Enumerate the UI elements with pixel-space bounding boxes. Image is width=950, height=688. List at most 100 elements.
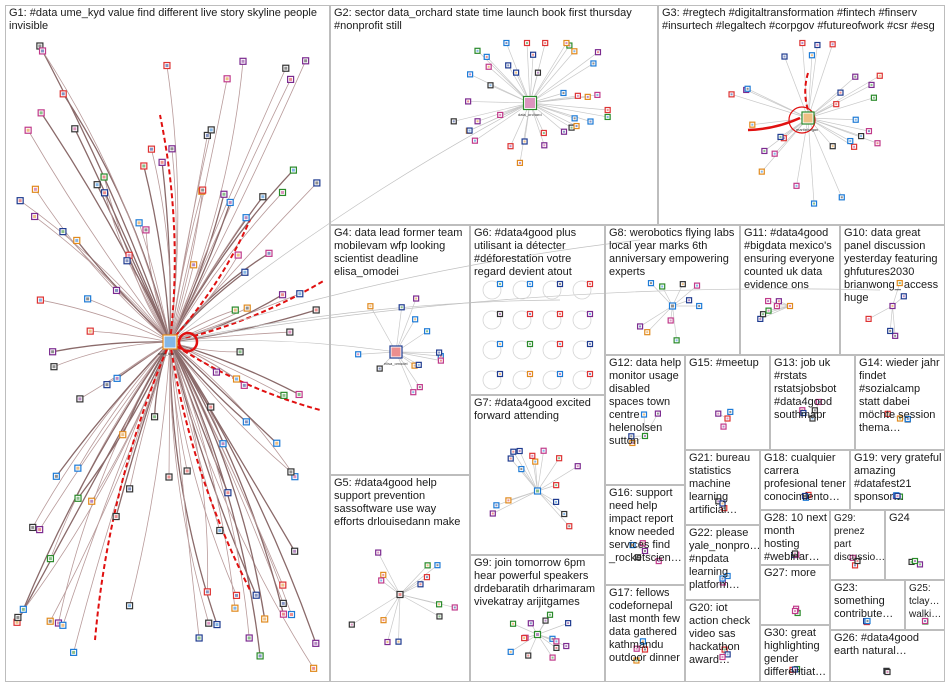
g3-vertex[interactable] (814, 41, 821, 49)
g5-vertex[interactable] (434, 562, 441, 569)
g2-vertex[interactable] (560, 128, 568, 135)
g15-vertex[interactable] (727, 408, 734, 416)
g1-vertex[interactable] (37, 109, 45, 117)
g1-vertex[interactable] (213, 620, 221, 629)
g1-vertex[interactable] (103, 381, 111, 389)
g3-vertex[interactable] (771, 150, 778, 157)
g1-vertex[interactable] (112, 512, 120, 521)
g10-vertex[interactable] (896, 279, 903, 287)
g1-vertex[interactable] (24, 126, 32, 134)
g8-vertex[interactable] (659, 283, 666, 290)
g2-vertex[interactable] (483, 53, 490, 60)
g1-vertex[interactable] (273, 439, 281, 447)
g1-vertex[interactable] (282, 64, 290, 72)
g1-vertex[interactable] (231, 604, 239, 612)
g14-vertex[interactable] (884, 410, 891, 417)
g1-vertex[interactable] (147, 145, 156, 153)
g24-hub-vertex[interactable] (911, 557, 919, 565)
g14-vertex[interactable] (904, 415, 911, 423)
g1-vertex[interactable] (286, 328, 294, 336)
g6-vertex[interactable] (586, 340, 594, 348)
g1-hub-vertex[interactable] (162, 334, 178, 350)
g12-vertex[interactable] (640, 411, 648, 418)
g2-vertex[interactable] (523, 39, 531, 47)
g6-vertex[interactable] (496, 280, 504, 288)
g2-vertex[interactable] (542, 39, 549, 47)
g20-hub-vertex[interactable] (719, 653, 726, 661)
g2-vertex[interactable] (497, 111, 504, 119)
g6-vertex[interactable] (496, 370, 504, 378)
g17-vertex[interactable] (633, 645, 640, 652)
g1-vertex[interactable] (71, 125, 79, 133)
g7-vertex[interactable] (516, 447, 523, 455)
g23-hub-vertex[interactable] (864, 617, 871, 625)
g1-vertex[interactable] (291, 547, 299, 555)
g2-vertex[interactable] (505, 62, 512, 69)
g3-vertex[interactable] (865, 128, 873, 135)
g5-vertex[interactable] (348, 621, 355, 628)
g3-vertex[interactable] (829, 143, 836, 150)
g1-vertex[interactable] (88, 497, 96, 505)
g14-hub-vertex[interactable] (896, 415, 904, 422)
g1-vertex[interactable] (112, 286, 121, 295)
g7-vertex[interactable] (561, 510, 568, 518)
g9-vertex[interactable] (563, 642, 570, 650)
g15-vertex[interactable] (720, 423, 727, 430)
g1-vertex[interactable] (29, 523, 37, 532)
g3-vertex[interactable] (777, 133, 784, 141)
g1-vertex[interactable] (74, 464, 82, 472)
g7-vertex[interactable] (510, 448, 517, 455)
g27-hub-vertex[interactable] (791, 607, 799, 615)
g5-vertex[interactable] (375, 549, 382, 556)
g21-hub-vertex[interactable] (719, 500, 726, 507)
g1-vertex[interactable] (241, 268, 249, 276)
g15-vertex[interactable] (715, 410, 722, 417)
g12-vertex[interactable] (628, 433, 635, 440)
g1-vertex[interactable] (265, 249, 273, 257)
g9-vertex[interactable] (565, 620, 572, 627)
g1-vertex[interactable] (216, 526, 224, 535)
g5-vertex[interactable] (435, 601, 443, 608)
g1-vertex[interactable] (46, 617, 54, 625)
g1-vertex[interactable] (252, 591, 260, 599)
g25-hub-vertex[interactable] (921, 617, 929, 625)
g1-vertex[interactable] (31, 212, 39, 221)
g1-vertex[interactable] (279, 599, 287, 607)
g1-vertex[interactable] (295, 390, 303, 399)
g3-vertex[interactable] (808, 52, 816, 59)
g5-hub-vertex[interactable] (396, 590, 404, 599)
g1-vertex[interactable] (36, 296, 44, 304)
g3-vertex[interactable] (852, 116, 859, 123)
g2-vertex[interactable] (471, 137, 479, 144)
g1-vertex[interactable] (207, 126, 215, 134)
g3-vertex[interactable] (852, 73, 859, 80)
g1-vertex[interactable] (226, 198, 234, 207)
g3-vertex[interactable] (847, 137, 854, 145)
g2-vertex[interactable] (487, 82, 494, 89)
g3-vertex[interactable] (837, 89, 844, 96)
g2-vertex[interactable] (571, 115, 578, 122)
g6-vertex[interactable] (556, 340, 564, 348)
g3-vertex[interactable] (728, 91, 735, 98)
g1-vertex[interactable] (312, 639, 320, 647)
g6-vertex[interactable] (526, 310, 534, 318)
g22-hub-vertex[interactable] (719, 575, 726, 582)
g6-vertex[interactable] (496, 340, 504, 348)
g8-vertex[interactable] (647, 280, 655, 287)
g2-vertex[interactable] (534, 69, 542, 76)
g1-vertex[interactable] (242, 418, 250, 426)
g7-vertex[interactable] (518, 465, 525, 473)
g30-hub-vertex[interactable] (791, 666, 799, 673)
g2-vertex[interactable] (466, 127, 473, 134)
g3-vertex[interactable] (833, 101, 840, 108)
g5-vertex[interactable] (451, 604, 458, 611)
g1-vertex[interactable] (14, 613, 22, 622)
g7-vertex[interactable] (505, 497, 512, 504)
g2-vertex[interactable] (587, 118, 594, 125)
g3-vertex[interactable] (876, 72, 883, 79)
g10-vertex[interactable] (892, 332, 899, 339)
g1-vertex[interactable] (59, 90, 67, 98)
g1-vertex[interactable] (231, 306, 239, 314)
g1-vertex[interactable] (302, 57, 310, 65)
g9-vertex[interactable] (527, 620, 534, 627)
